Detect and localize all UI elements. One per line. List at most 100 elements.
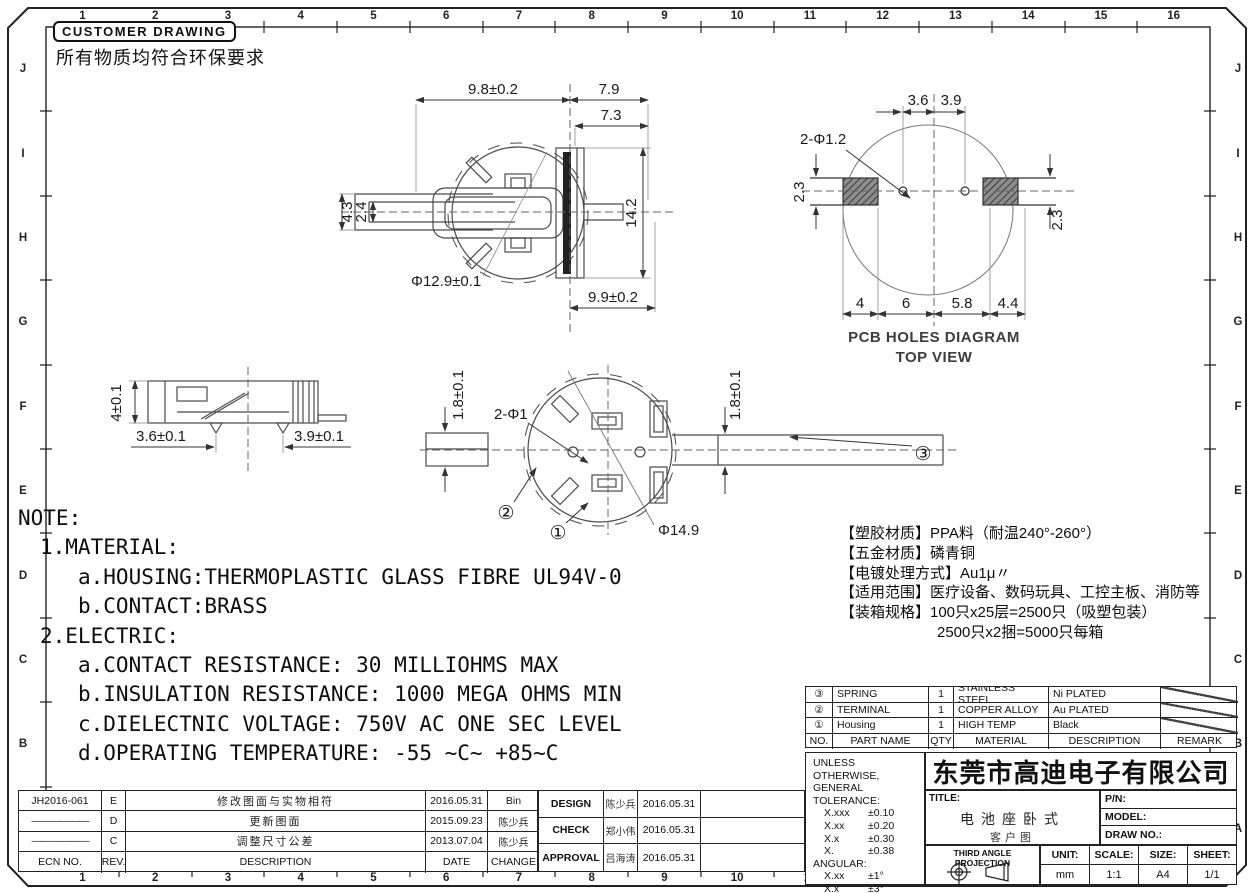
dim-label: 2-Φ1.2 <box>800 131 846 148</box>
angular-heading: ANGULAR: <box>813 857 867 870</box>
scale-label: SCALE: <box>1090 846 1139 865</box>
ruler-col-label: 1 <box>79 10 86 22</box>
ruler-row-label: A <box>1233 822 1243 835</box>
ruler-col-label: 2 <box>151 872 159 884</box>
rev-ecn: JH2016-061 <box>19 791 102 812</box>
empty-cell <box>701 844 804 871</box>
tolerance-row: X.xx±0.20 <box>813 820 924 833</box>
rev-description: 修改图面与实物相符 <box>126 791 426 812</box>
part-description: Ni PLATED <box>1049 687 1161 703</box>
approval-date: 2016.05.31 <box>638 817 701 845</box>
dim-label: Φ12.9±0.1 <box>411 273 481 290</box>
model-label: MODEL: <box>1101 809 1236 827</box>
ruler-row-label: E <box>1234 485 1242 498</box>
ruler-col-label: 14 <box>1021 10 1035 22</box>
spec-line: 【五金材质】磷青铜 <box>840 544 976 562</box>
rev-change: 陈少兵 <box>488 811 539 832</box>
tolerance-row: X.±0.38 <box>813 845 924 858</box>
third-angle-projection-icon <box>947 860 1009 884</box>
parts-table: ③ SPRING 1 STAINLESS STEEL Ni PLATED ② T… <box>805 686 1238 749</box>
tol-key: X.xx <box>824 870 845 883</box>
dim-label: 1.8±0.1 <box>727 370 744 420</box>
dim-label: 3.9±0.1 <box>294 428 344 445</box>
dim-label: Φ14.9 <box>658 522 699 539</box>
rev-change: 陈少兵 <box>488 832 539 853</box>
ruler-col-label: 13 <box>948 10 962 22</box>
note-line: a.CONTACT RESISTANCE: 30 MILLIOHMS MAX <box>78 652 559 677</box>
pcb-caption: PCB HOLES DIAGRAM <box>848 329 1020 346</box>
ruler-row-label: E <box>19 485 27 498</box>
rev-description: 调整尺寸公差 <box>126 831 426 853</box>
ruler-col-label: 9 <box>661 10 668 22</box>
note-line: d.OPERATING TEMPERATURE: -55 ~C~ +85~C <box>78 741 559 766</box>
tol-key: X.x <box>824 832 840 845</box>
remark-strike <box>1161 702 1238 717</box>
company-name: 东莞市高迪电子有限公司 <box>925 752 1237 790</box>
title-cell: TITLE: 电池座卧式 客户图 <box>925 790 1100 845</box>
dim-label: 2.3 <box>1049 210 1066 231</box>
approval-name: 吕海涛 <box>604 844 638 871</box>
projection-cell: THIRD ANGLE PROJECTION <box>925 845 1040 885</box>
rev-header-change: CHANGE <box>491 856 536 869</box>
callout-housing: ① <box>549 523 566 544</box>
note-line: c.DIELECTNIC VOLTAGE: 750V AC ONE SEC LE… <box>78 711 622 736</box>
ruler-col-label: 7 <box>515 10 523 22</box>
rev-rev: C <box>102 831 126 853</box>
part-material: HIGH TEMP <box>954 718 1049 734</box>
projection-label: THIRD ANGLE PROJECTION <box>953 848 1012 868</box>
size-value: A4 <box>1139 865 1188 884</box>
part-remark <box>1161 687 1238 703</box>
part-description: Black <box>1049 718 1161 734</box>
notes-block: NOTE: 1.MATERIAL: a.HOUSING:THERMOPLASTI… <box>18 506 622 771</box>
bottom-view-drawing: 1.8±0.1 1.8±0.1 2-Φ1 Φ14.9 ② ① ③ <box>420 365 956 544</box>
customer-drawing-badge: CUSTOMER DRAWING <box>53 21 236 42</box>
dim-label: 4 <box>856 295 864 312</box>
part-no: ① <box>806 718 833 734</box>
remark-strike <box>1161 718 1238 733</box>
callout-terminal: ② <box>497 503 514 524</box>
tol-val: ±0.10 <box>868 807 895 820</box>
ruler-col-label: 3 <box>224 872 232 884</box>
dim-label: 9.8±0.2 <box>468 81 518 98</box>
part-name: SPRING <box>833 687 929 703</box>
ruler-row-label: I <box>21 147 25 160</box>
empty-cell <box>701 818 804 845</box>
ruler-col-label: 12 <box>876 10 890 22</box>
dim-label: 14.2 <box>623 198 640 227</box>
part-qty: 1 <box>929 702 954 718</box>
tol-key: X.xx <box>824 819 845 832</box>
rev-change: Bin <box>488 791 539 812</box>
note-line: 1.MATERIAL: <box>40 535 180 560</box>
note-line: b.INSULATION RESISTANCE: 1000 MEGA OHMS … <box>78 682 622 707</box>
approval-date: 2016.05.31 <box>638 791 701 818</box>
part-name: TERMINAL <box>833 702 929 718</box>
ruler-row-label: H <box>1233 232 1243 244</box>
draw-no-label: DRAW NO.: <box>1105 829 1163 842</box>
part-material: STAINLESS STEEL <box>954 687 1049 703</box>
ruler-row-label: H <box>18 232 28 244</box>
dim-label: 2.4 <box>353 202 370 223</box>
dim-label: 7.3 <box>601 107 622 124</box>
ruler-row-label: G <box>1233 316 1243 329</box>
rev-date: 2013.07.04 <box>426 831 488 853</box>
rev-header-ecn: ECN NO. <box>19 852 102 873</box>
dim-label: 1.8±0.1 <box>450 370 467 420</box>
notes-title: NOTE: <box>18 506 82 530</box>
tolerance-row: X.xxx±0.10 <box>813 807 924 820</box>
ruler-col-label: 8 <box>588 10 595 22</box>
approval-role: DESIGN <box>539 791 604 818</box>
ruler-row-label: F <box>19 400 27 413</box>
tol-val: ±0.30 <box>868 832 895 845</box>
side-view-drawing: 4±0.1 3.6±0.1 3.9±0.1 <box>108 367 351 475</box>
tol-val: ±0.38 <box>868 845 895 858</box>
rev-rev: E <box>102 791 126 812</box>
approval-role: CHECK <box>539 817 604 845</box>
note-line: a.HOUSING:THERMOPLASTIC GLASS FIBRE UL94… <box>78 564 622 589</box>
revision-table: JH2016-061 E 修改图面与实物相符 2016.05.31 Bin ——… <box>18 790 539 873</box>
dim-label: 3.9 <box>941 92 962 109</box>
dim-label: 6 <box>902 295 910 312</box>
ruler-col-label: 2 <box>151 10 159 22</box>
rev-description: 更新图面 <box>126 811 426 832</box>
approval-name: 郑小伟 <box>604 817 638 845</box>
